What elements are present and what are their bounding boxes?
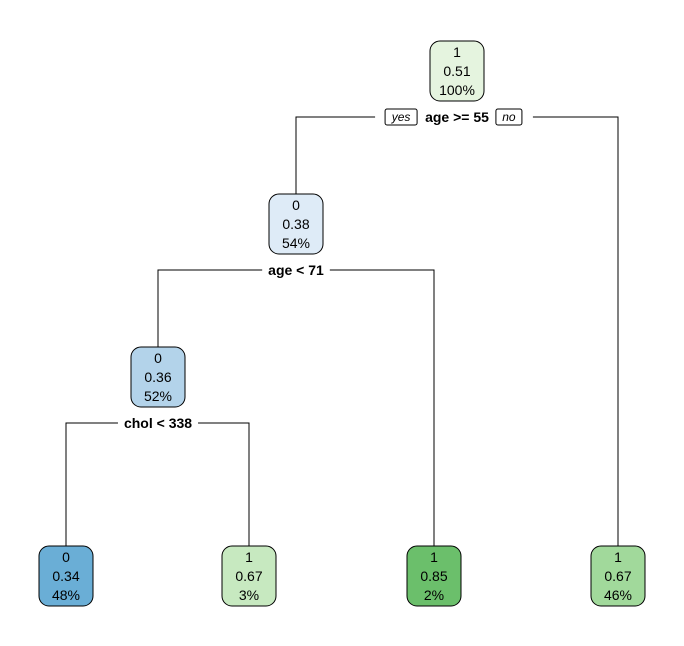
edge-left [65, 422, 118, 546]
edge-right [198, 422, 250, 546]
yes-badge-box [384, 108, 418, 126]
node-class-label: 0 [292, 197, 300, 213]
node-probability: 0.51 [443, 63, 470, 79]
tree-node-leaf3: 1 0.85 2% [406, 545, 462, 607]
edge-right [532, 116, 619, 546]
node-percent: 52% [144, 388, 172, 404]
split-label-root: age >= 55 [425, 109, 489, 125]
tree-node-n2: 0 0.38 54% [268, 193, 324, 255]
tree-node-root: 1 0.51 100% [429, 40, 485, 102]
node-percent: 2% [424, 587, 444, 603]
no-badge-box [495, 108, 523, 126]
node-percent: 48% [52, 587, 80, 603]
node-probability: 0.36 [144, 369, 171, 385]
edge-right [329, 269, 435, 546]
tree-node-leaf2: 1 0.67 3% [221, 545, 277, 607]
node-percent: 46% [604, 587, 632, 603]
node-class-label: 1 [245, 549, 253, 565]
node-probability: 0.34 [52, 568, 79, 584]
split-label-n4: chol < 338 [124, 415, 192, 431]
node-probability: 0.38 [282, 216, 309, 232]
node-box [590, 545, 646, 607]
edge-left [295, 116, 376, 194]
edges [65, 116, 619, 546]
node-box [429, 40, 485, 102]
node-percent: 3% [239, 587, 259, 603]
node-box [221, 545, 277, 607]
node-box [130, 346, 186, 408]
node-probability: 0.85 [420, 568, 447, 584]
node-probability: 0.67 [604, 568, 631, 584]
no-badge-label: no [502, 110, 516, 124]
yes-badge-label: yes [391, 110, 411, 124]
node-box [406, 545, 462, 607]
tree-node-leaf1: 0 0.34 48% [38, 545, 94, 607]
node-class-label: 0 [154, 350, 162, 366]
tree-node-leaf4: 1 0.67 46% [590, 545, 646, 607]
branch-badges: yes no [384, 108, 523, 126]
nodes: 1 0.51 100% 0 0.38 54% 0 0.36 52% 0 0.34 48% 1 0.67 3%… [38, 40, 646, 607]
node-class-label: 1 [453, 44, 461, 60]
edge-left [157, 269, 263, 347]
node-percent: 100% [439, 82, 475, 98]
node-class-label: 1 [614, 549, 622, 565]
node-probability: 0.67 [235, 568, 262, 584]
no-badge: no [495, 108, 523, 126]
node-class-label: 1 [430, 549, 438, 565]
node-class-label: 0 [62, 549, 70, 565]
node-box [38, 545, 94, 607]
tree-node-n4: 0 0.36 52% [130, 346, 186, 408]
split-label-n2: age < 71 [268, 262, 324, 278]
split-labels: age >= 55 age < 71 chol < 338 [124, 109, 489, 431]
node-percent: 54% [282, 235, 310, 251]
node-box [268, 193, 324, 255]
yes-badge: yes [384, 108, 418, 126]
